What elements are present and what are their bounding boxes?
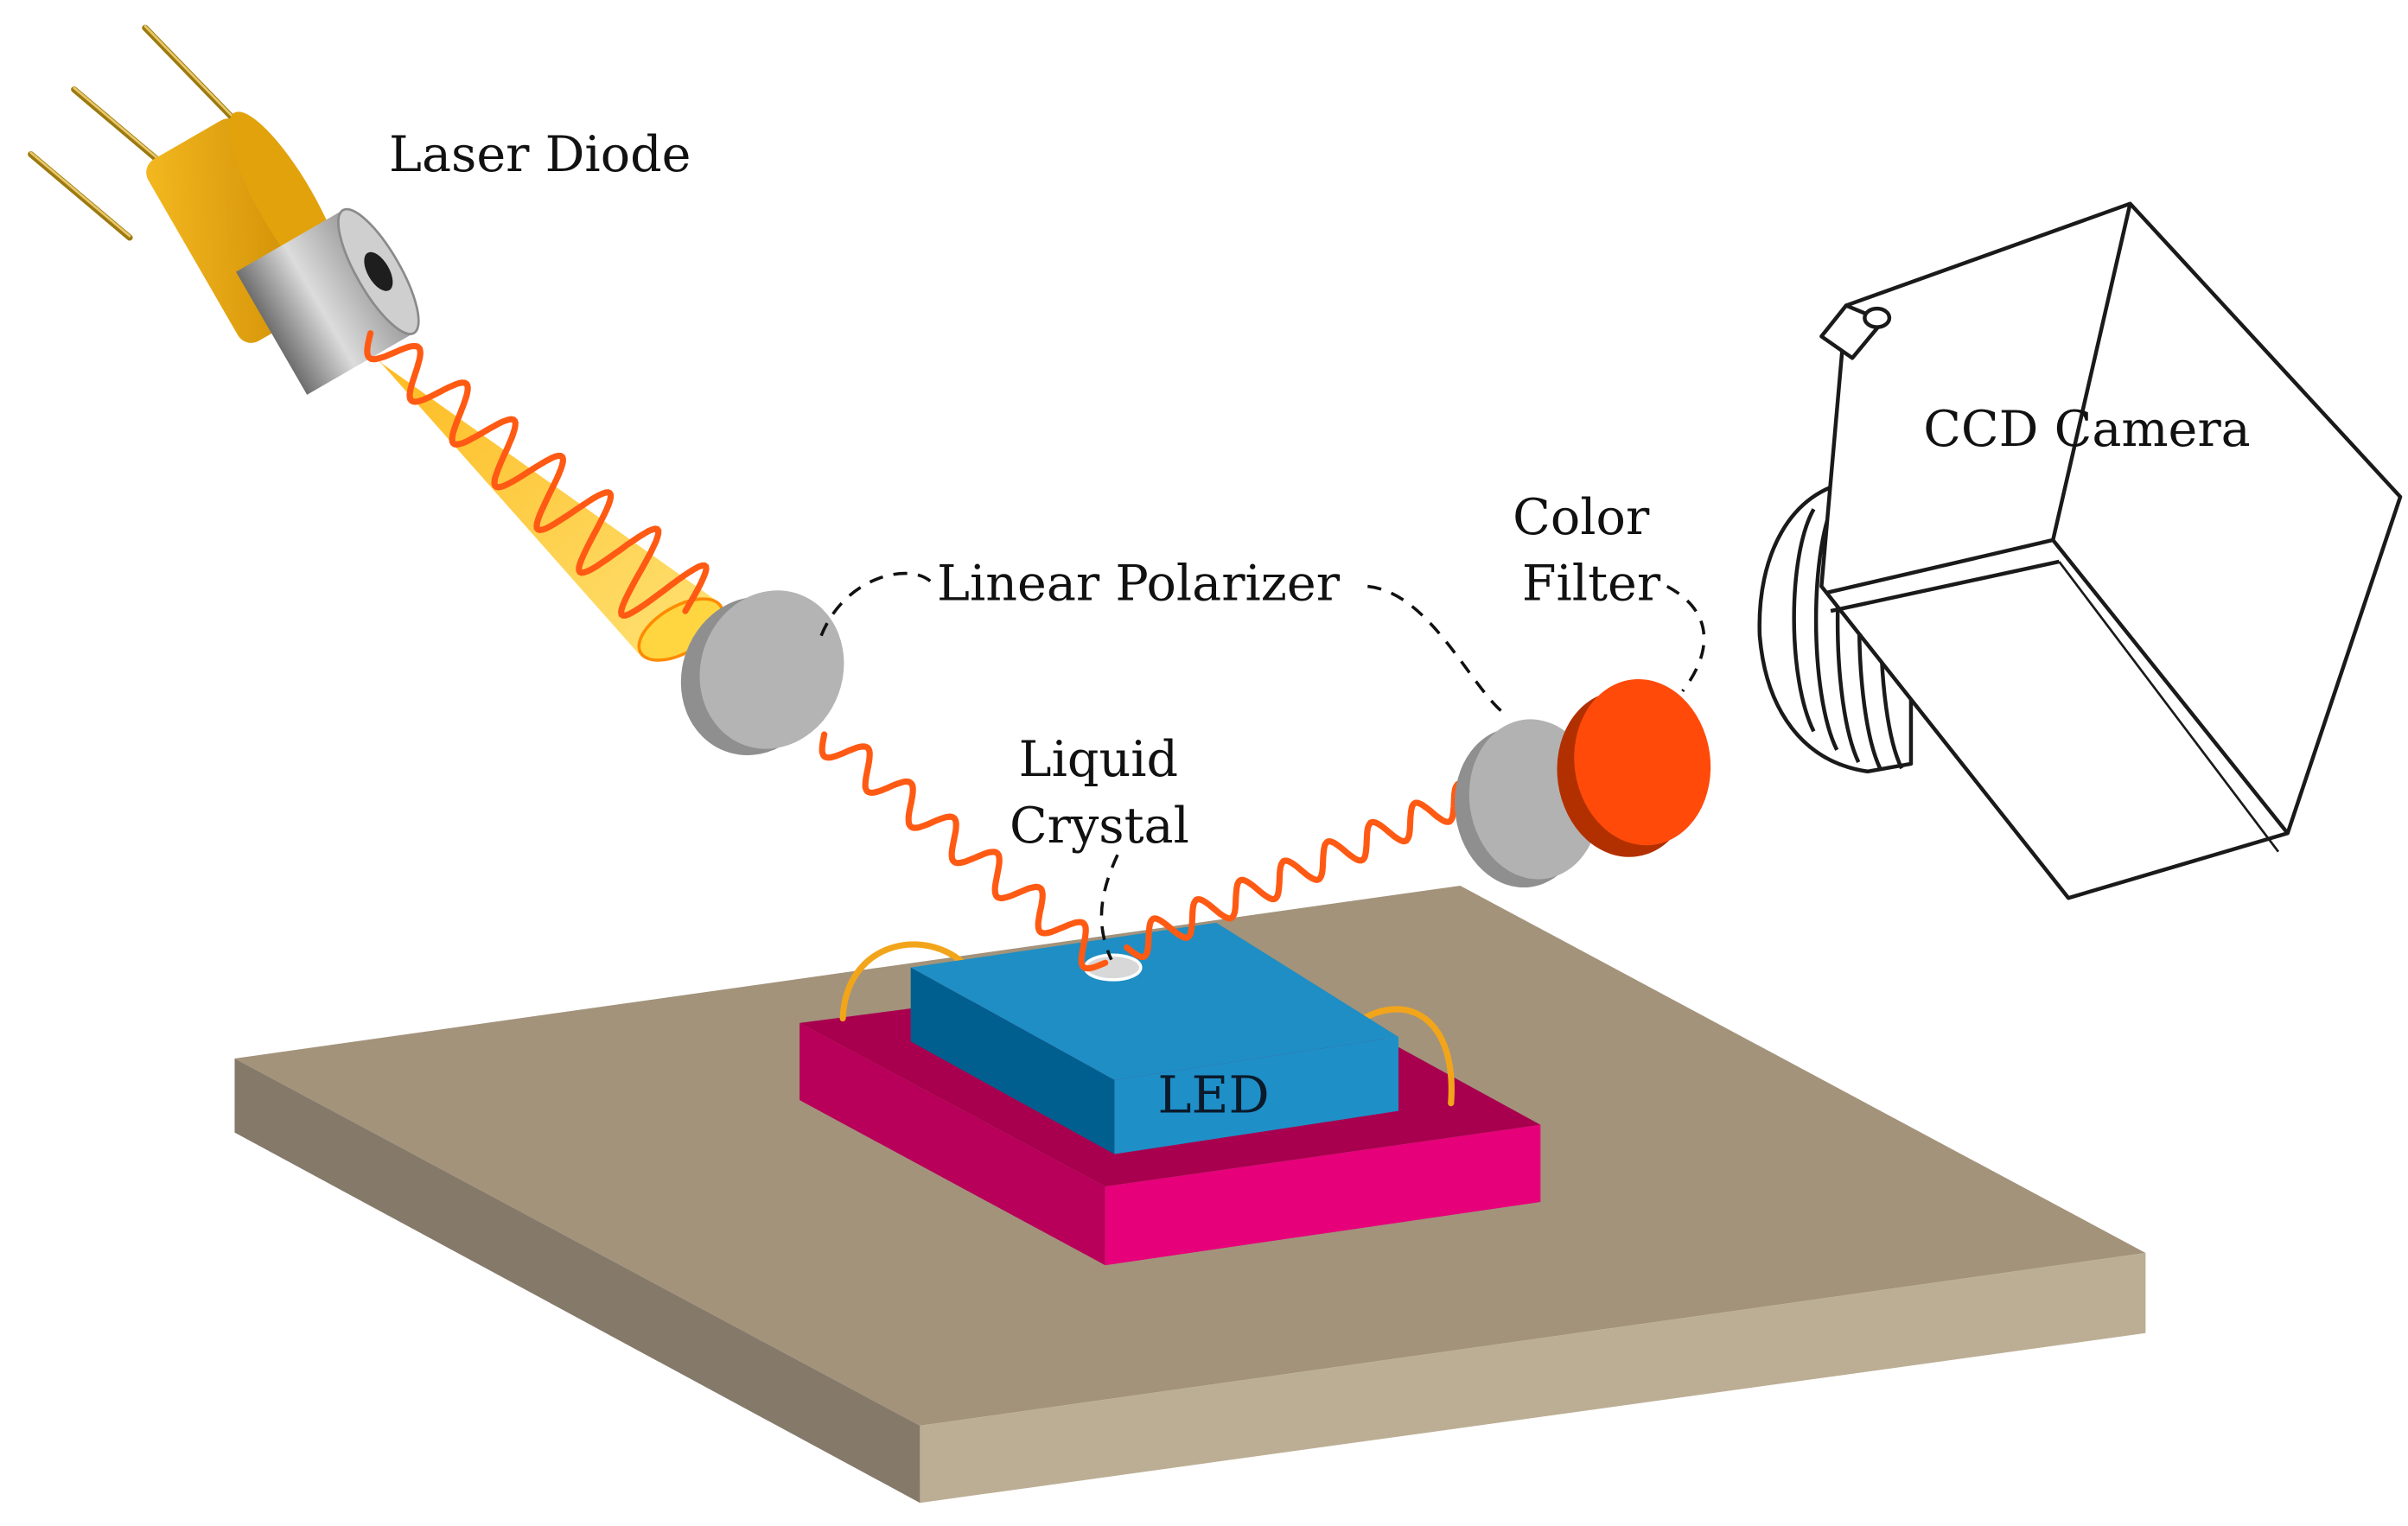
ccd-camera-icon xyxy=(1757,201,2403,900)
label-liquid-crystal-1: Liquid xyxy=(1019,731,1178,788)
leader-lines xyxy=(819,571,1706,961)
laser-diode-icon xyxy=(28,24,420,395)
label-linear-polarizer: Linear Polarizer xyxy=(937,556,1341,613)
bond-wires xyxy=(839,941,1455,1107)
label-laser-diode: Laser Diode xyxy=(389,126,691,183)
label-ccd-camera: CCD Camera xyxy=(1923,401,2251,458)
led-chip-icon xyxy=(910,922,1399,1154)
laser-beam-cone xyxy=(352,330,724,662)
color-filter-icon xyxy=(1557,678,1711,857)
label-color-filter-1: Color xyxy=(1513,489,1650,546)
linear-polarizer-icon xyxy=(680,590,844,755)
label-led: LED xyxy=(1157,1065,1269,1124)
label-liquid-crystal-2: Crystal xyxy=(1010,798,1189,855)
label-color-filter-2: Filter xyxy=(1522,556,1661,613)
light-beam-waves xyxy=(364,330,1479,972)
